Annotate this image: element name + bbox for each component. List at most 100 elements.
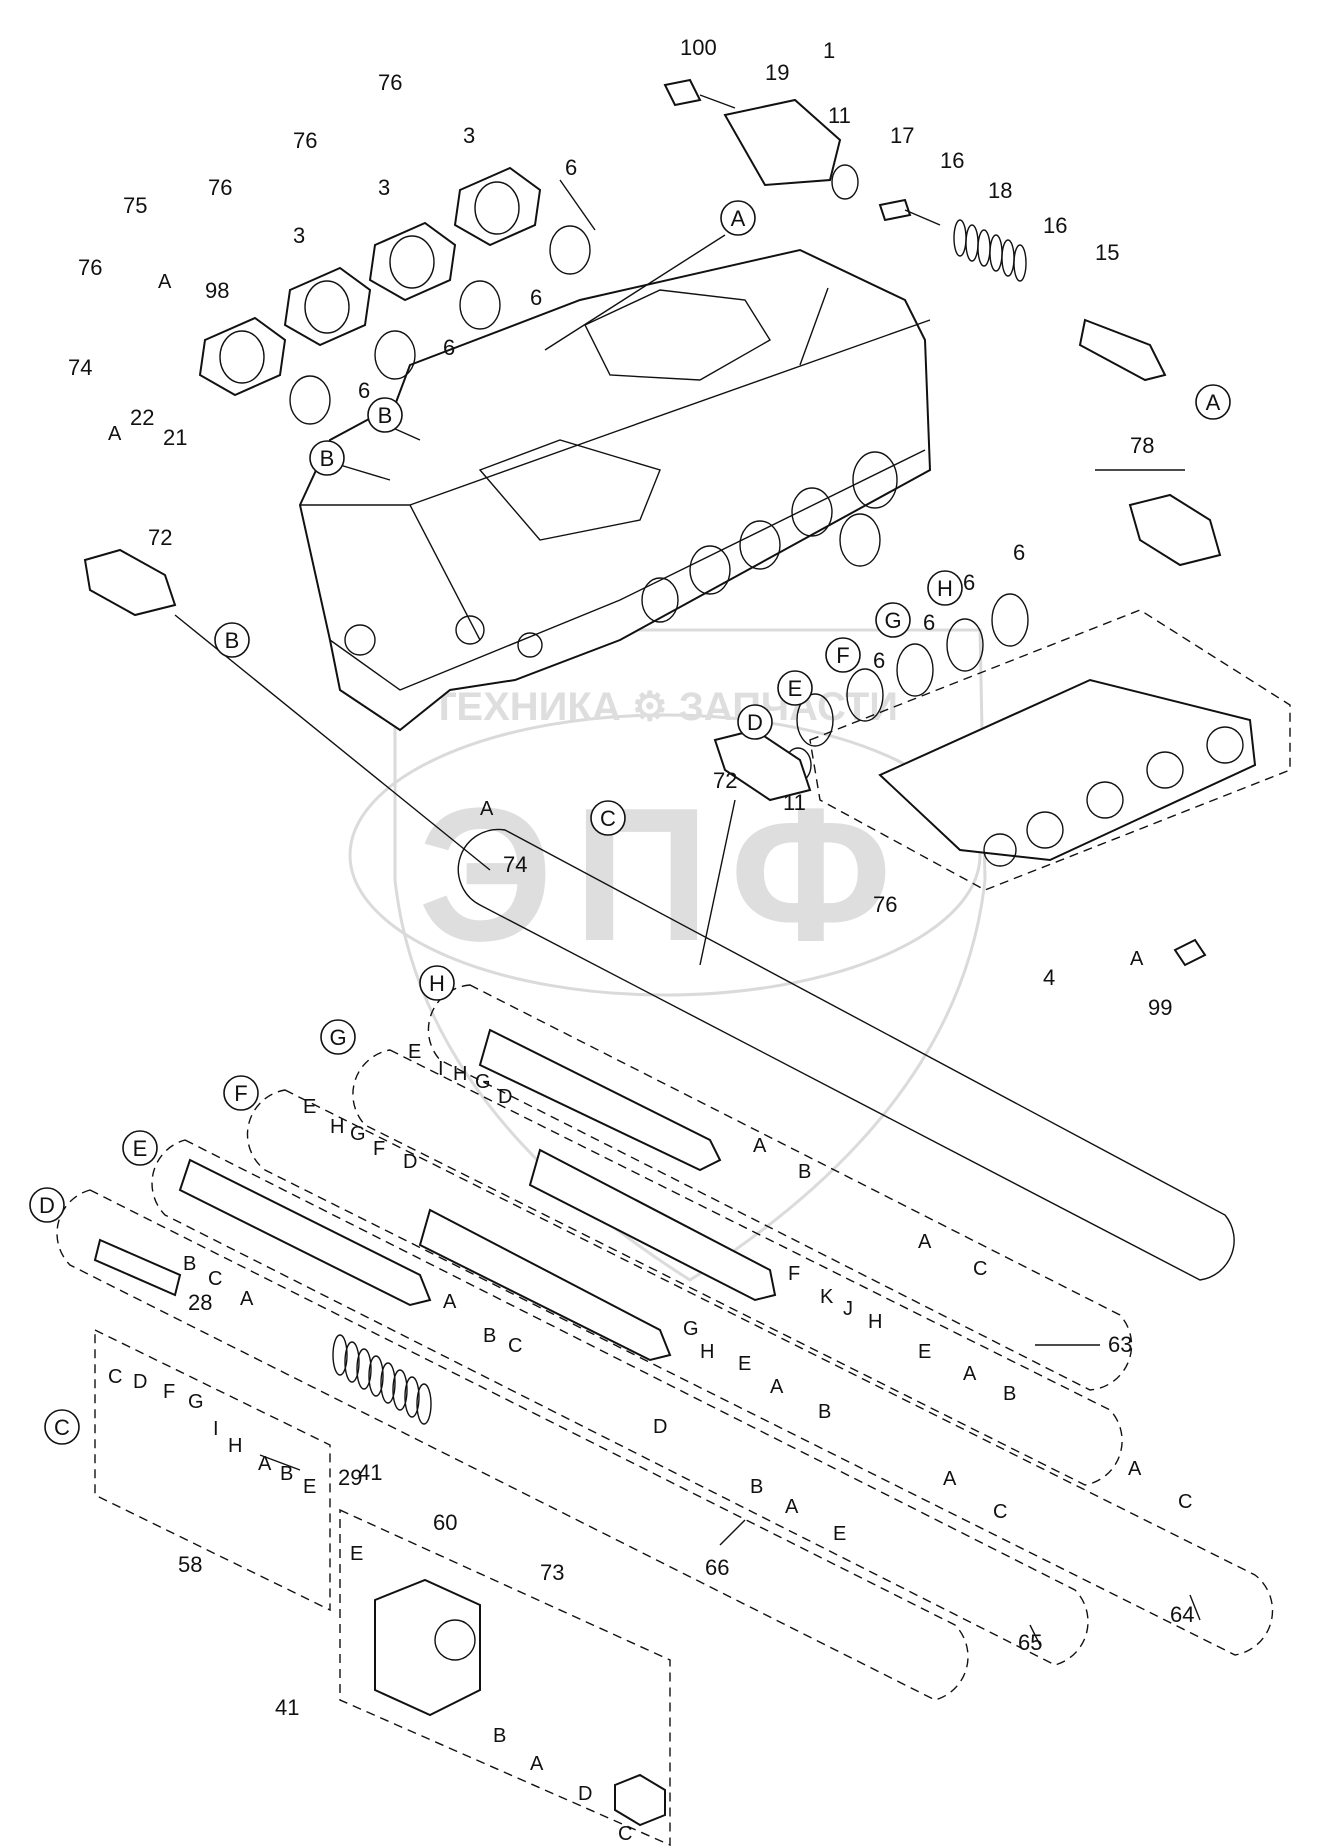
label-part-16: 16 — [1043, 213, 1067, 238]
letter-e: E — [738, 1353, 751, 1375]
callout-group-g: G — [329, 1025, 346, 1050]
label-part-76: 76 — [208, 175, 232, 200]
callout-group-c: C — [54, 1415, 70, 1440]
letter-h: H — [330, 1116, 344, 1138]
top-right-assembly — [663, 78, 1167, 382]
letter-d: D — [498, 1086, 512, 1108]
part-labels: 1 3 3 3 4 6 6 6 6 6 6 6 6 11 11 15 16 16… — [68, 35, 1194, 1720]
callout-a: A — [1206, 390, 1221, 415]
letter-a: A — [1130, 948, 1144, 970]
letter-d: D — [578, 1783, 592, 1805]
flange-covers — [198, 166, 542, 397]
label-part-58: 58 — [178, 1552, 202, 1577]
label-part-6: 6 — [923, 610, 935, 635]
callout-h: H — [937, 576, 953, 601]
label-part-11: 11 — [783, 790, 806, 815]
label-part-76: 76 — [378, 70, 402, 95]
letter-a: A — [770, 1376, 784, 1398]
letter-i: I — [213, 1418, 219, 1440]
label-part-63: 63 — [1108, 1332, 1132, 1357]
spring-29 — [332, 1334, 432, 1425]
letter-d: D — [653, 1416, 667, 1438]
label-part-6: 6 — [1013, 540, 1025, 565]
letter-c: C — [1178, 1491, 1192, 1513]
letter-e: E — [833, 1523, 846, 1545]
bottom-cover-assembly — [339, 1508, 671, 1847]
letter-c: C — [993, 1501, 1007, 1523]
label-part-17: 17 — [890, 123, 914, 148]
letter-g: G — [188, 1391, 204, 1413]
spool-group-c — [94, 1328, 331, 1612]
label-part-6: 6 — [358, 378, 370, 403]
letter-c: C — [508, 1335, 522, 1357]
label-part-76: 76 — [78, 255, 102, 280]
callout-b: B — [225, 628, 240, 653]
spool-group-g — [352, 1049, 1123, 1486]
label-part-100: 100 — [680, 35, 717, 60]
letter-b: B — [483, 1325, 496, 1347]
circled-callouts: A A B B B C D E F G H H G F E D C — [29, 200, 1231, 1445]
label-part-41: 41 — [275, 1695, 299, 1720]
callout-f: F — [836, 643, 849, 668]
letter-h: H — [228, 1435, 242, 1457]
letter-f: F — [373, 1138, 385, 1160]
letter-e: E — [918, 1341, 931, 1363]
letter-b: B — [798, 1161, 811, 1183]
letter-a: A — [158, 271, 172, 293]
letter-a: A — [443, 1291, 457, 1313]
label-part-11: 11 — [828, 103, 851, 128]
letter-c: C — [973, 1258, 987, 1280]
letter-b: B — [183, 1253, 196, 1275]
letter-g: G — [475, 1071, 491, 1093]
letter-d: D — [133, 1371, 147, 1393]
callout-e: E — [788, 676, 803, 701]
label-part-72: 72 — [713, 768, 737, 793]
callout-group-h: H — [429, 971, 445, 996]
callout-g: G — [884, 608, 901, 633]
letter-a: A — [108, 423, 122, 445]
callout-a: A — [731, 206, 746, 231]
letter-c: C — [208, 1268, 222, 1290]
letter-b: B — [1003, 1383, 1016, 1405]
label-part-1: 1 — [823, 38, 835, 63]
watermark: ТЕХНИКА ⚙ ЗАПЧАСТИ ЭПФ — [348, 628, 987, 1282]
label-part-3: 3 — [463, 123, 475, 148]
label-part-6: 6 — [963, 570, 975, 595]
label-part-15: 15 — [1095, 240, 1119, 265]
callout-c: C — [600, 806, 616, 831]
letter-a: A — [785, 1496, 799, 1518]
letter-a: A — [1128, 1458, 1142, 1480]
valve-body-main — [298, 248, 932, 732]
letter-k: K — [820, 1286, 834, 1308]
letter-labels: A A A A A A A A A A A A A A A B B B B B … — [108, 271, 1192, 1845]
letter-h: H — [700, 1341, 714, 1363]
letter-e: E — [350, 1543, 363, 1565]
label-part-76: 76 — [873, 892, 897, 917]
o-rings — [289, 164, 1029, 783]
label-part-28: 28 — [188, 1290, 212, 1315]
callout-d: D — [747, 710, 763, 735]
label-part-6: 6 — [530, 285, 542, 310]
watermark-text: ТЕХНИКА ⚙ ЗАПЧАСТИ — [432, 685, 898, 729]
letter-a: A — [753, 1135, 767, 1157]
spool-group-e — [151, 1139, 1089, 1666]
letter-b: B — [818, 1401, 831, 1423]
label-part-41: 41 — [358, 1460, 382, 1485]
callout-b: B — [320, 446, 335, 471]
letter-j: J — [843, 1298, 853, 1320]
letter-a: A — [918, 1231, 932, 1253]
label-part-6: 6 — [565, 155, 577, 180]
callout-group-d: D — [39, 1193, 55, 1218]
label-part-3: 3 — [293, 223, 305, 248]
letter-a: A — [480, 798, 494, 820]
label-part-3: 3 — [378, 175, 390, 200]
label-part-75: 75 — [123, 193, 147, 218]
letter-e: E — [303, 1476, 316, 1498]
letter-a: A — [258, 1453, 272, 1475]
letter-e: E — [408, 1041, 421, 1063]
label-part-74: 74 — [503, 852, 527, 877]
label-part-73: 73 — [540, 1560, 564, 1585]
letter-c: C — [618, 1823, 632, 1845]
label-part-72: 72 — [148, 525, 172, 550]
